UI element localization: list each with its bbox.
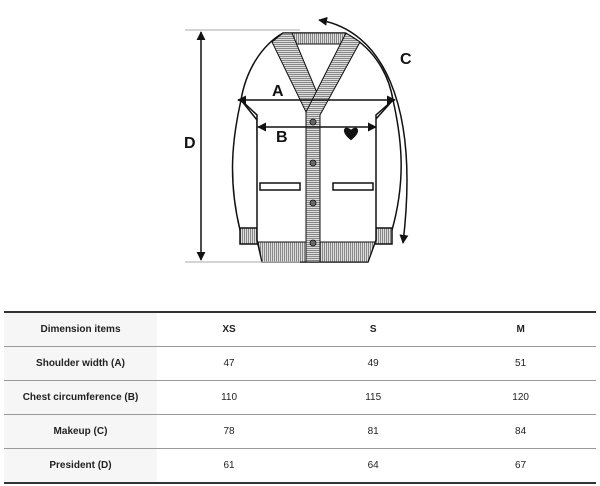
cell: 49: [301, 346, 446, 381]
cardigan-icon: [231, 32, 402, 263]
header-dimension-items: Dimension items: [4, 312, 157, 347]
cell: 78: [157, 414, 302, 449]
cell: 110: [157, 380, 302, 415]
label-a: A: [272, 83, 284, 100]
cell: 115: [301, 380, 446, 415]
header-s: S: [301, 312, 446, 347]
cardigan-size-diagram: A B C D: [184, 16, 412, 263]
cell: 64: [367, 460, 379, 471]
cell: 67: [515, 460, 527, 471]
row-label: Chest circumference (B): [4, 380, 157, 415]
cell: 47: [157, 346, 302, 381]
cell: 84: [445, 414, 596, 449]
row-label: President (D): [4, 448, 157, 483]
sleeve-arrow-c: [318, 16, 409, 244]
cell: 51: [445, 346, 596, 381]
header-xs: XS: [157, 312, 302, 347]
size-chart-table: Dimension items XS S M Shoulder width (A…: [4, 311, 596, 484]
table-row: Chest circumference (B) 110 115 120: [4, 380, 596, 415]
table-header-row: Dimension items XS S M: [4, 312, 596, 347]
table-row: Shoulder width (A) 47 49 51: [4, 346, 596, 381]
cell: 81: [301, 414, 446, 449]
label-c: C: [400, 51, 412, 68]
label-b: B: [276, 129, 288, 146]
label-d: D: [184, 135, 196, 152]
row-label: Makeup (C): [4, 414, 157, 449]
table-row: Makeup (C) 78 81 84: [4, 414, 596, 449]
header-m: M: [445, 312, 596, 347]
row-label: Shoulder width (A): [4, 346, 157, 381]
table-row: President (D) 61 64 67: [4, 448, 596, 483]
cell: 120: [445, 380, 596, 415]
cell: 61: [223, 460, 235, 471]
